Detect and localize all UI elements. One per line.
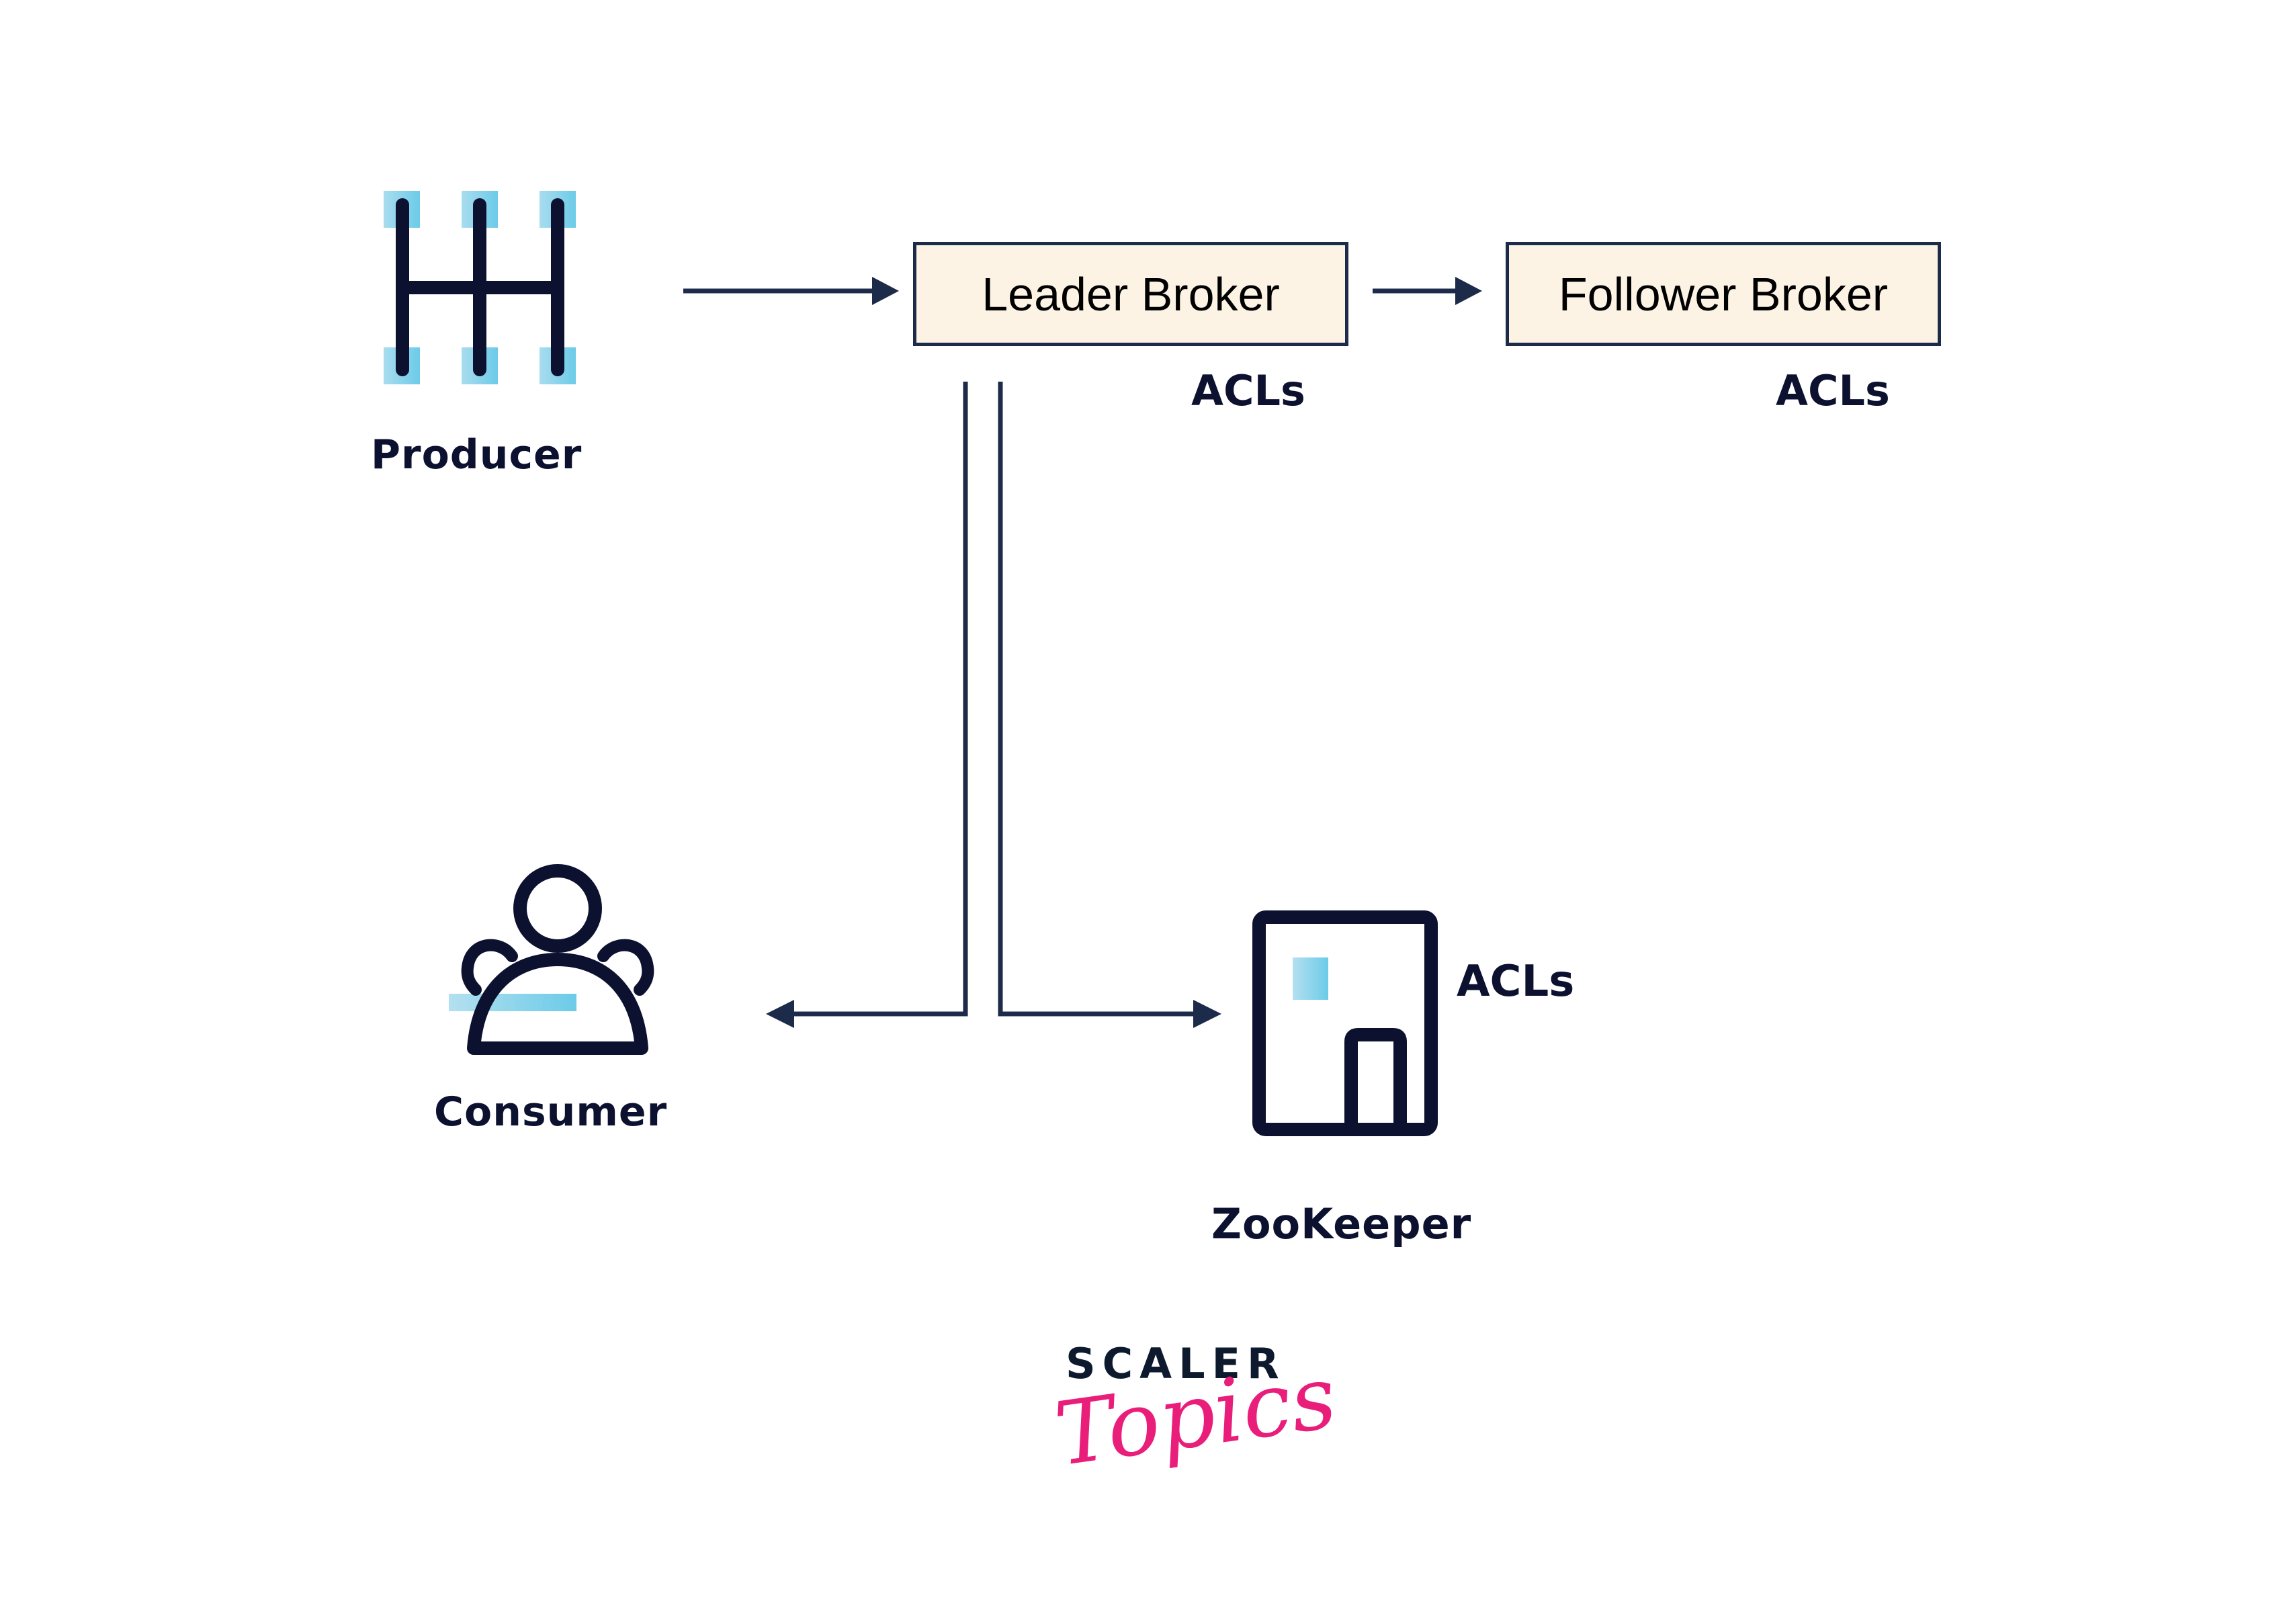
edge-leader-to-follower (1373, 277, 1482, 305)
arrowhead-icon (872, 277, 899, 305)
consumer-label: Consumer (434, 1088, 668, 1136)
edge-producer-to-leader (683, 277, 899, 305)
edge-leader-to-consumer (766, 382, 968, 1028)
zookeeper-label: ZooKeeper (1211, 1199, 1472, 1248)
zookeeper-acls-label: ACLs (1457, 957, 1575, 1007)
arrowhead-icon (766, 1000, 794, 1028)
arrowhead-icon (1193, 1000, 1221, 1028)
leader-broker-box[interactable]: Leader Broker (913, 242, 1348, 346)
leader-broker-label: Leader Broker (982, 267, 1280, 320)
follower-acls-label: ACLs (1776, 366, 1890, 415)
building-icon (1252, 910, 1438, 1136)
follower-broker-label: Follower Broker (1558, 267, 1889, 320)
edge-leader-to-zookeeper (998, 382, 1221, 1028)
arrowhead-icon (1455, 277, 1482, 305)
user-group-icon (449, 864, 654, 1055)
follower-broker-box[interactable]: Follower Broker (1506, 242, 1941, 346)
leader-acls-label: ACLs (1191, 366, 1305, 415)
scaler-logo-text: SCALER (1066, 1339, 1286, 1388)
gear-shift-icon (384, 191, 576, 384)
producer-label: Producer (371, 431, 583, 478)
